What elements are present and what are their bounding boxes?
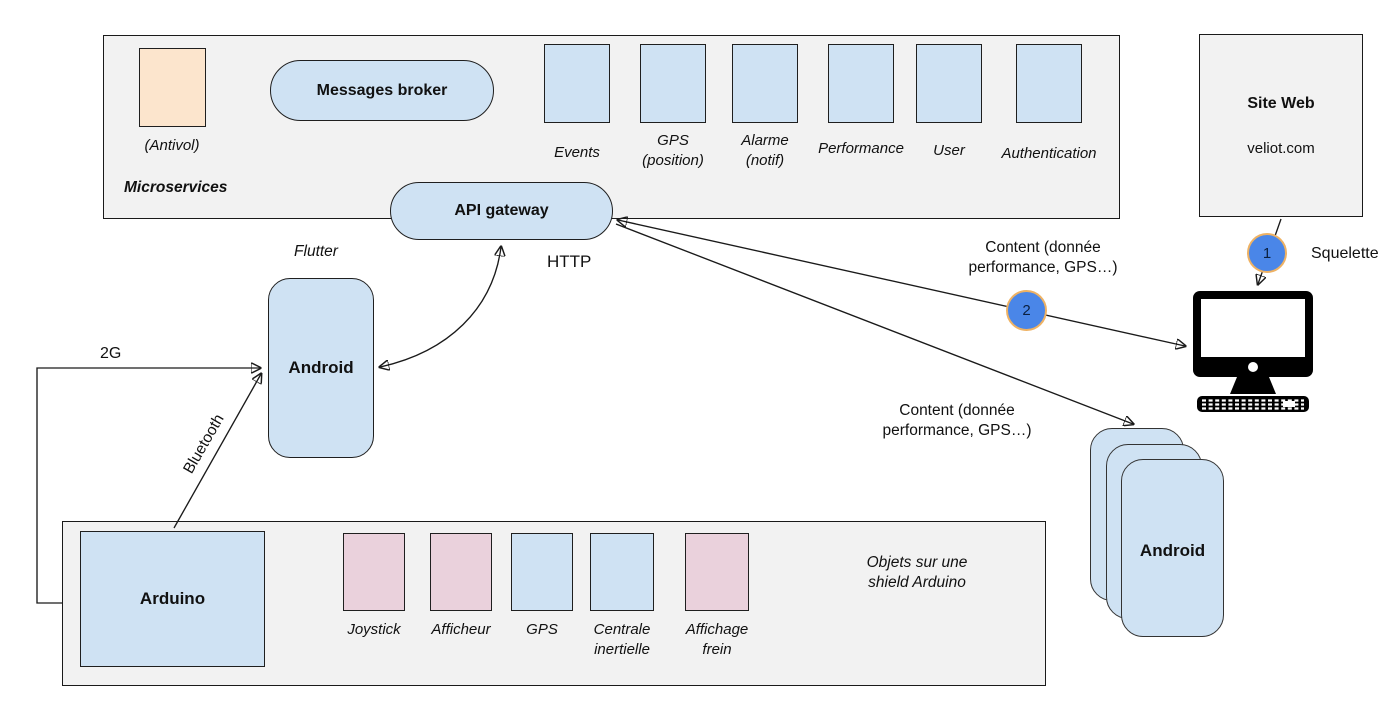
messages-broker: Messages broker — [270, 60, 494, 121]
service-label-authentication: Authentication — [1001, 145, 1097, 162]
device-label-afficheur: Afficheur — [431, 621, 491, 638]
step-1-badge: 1 — [1247, 233, 1287, 273]
device-box-centrale — [590, 533, 654, 611]
content-web-label: Content (donnée performance, GPS…) — [968, 239, 1118, 276]
arrow-bluetooth — [173, 374, 261, 529]
arduino-label: Arduino — [139, 589, 206, 608]
bluetooth-label: Bluetooth — [180, 411, 228, 477]
siteweb-box — [1199, 34, 1363, 217]
service-box-authentication — [1016, 44, 1082, 123]
antivol-label: (Antivol) — [144, 137, 200, 154]
service-label-performance: Performance — [818, 140, 904, 157]
device-label-centrale: Centrale inertielle — [593, 621, 651, 658]
api-gateway: API gateway — [390, 182, 613, 240]
service-label-alarme: Alarme (notif) — [741, 132, 789, 169]
siteweb-url: veliot.com — [1247, 140, 1315, 157]
device-box-afficheur — [430, 533, 492, 611]
arrow-android-gateway — [380, 247, 501, 367]
step-2-badge: 2 — [1006, 290, 1047, 331]
service-box-user — [916, 44, 982, 123]
android-app-box: Android — [268, 278, 374, 458]
squelette-label: Squelette — [1311, 245, 1379, 262]
shield-note: Objets sur une shield Arduino — [866, 554, 968, 591]
antivol-box — [139, 48, 206, 127]
service-label-gps: GPS (position) — [642, 132, 704, 169]
device-box-affichage — [685, 533, 749, 611]
microservices-label: Microservices — [124, 179, 228, 196]
service-label-events: Events — [554, 144, 600, 161]
2g-label: 2G — [100, 345, 122, 362]
http-label: HTTP — [547, 252, 592, 271]
service-box-events — [544, 44, 610, 123]
device-label-gps: GPS — [526, 621, 558, 638]
content-mobile-label: Content (donnée performance, GPS…) — [882, 402, 1032, 439]
service-box-alarme — [732, 44, 798, 123]
service-label-user: User — [933, 142, 965, 159]
device-box-gps — [511, 533, 573, 611]
service-box-gps — [640, 44, 706, 123]
siteweb-title: Site Web — [1247, 95, 1315, 112]
device-label-affichage: Affichage frein — [685, 621, 749, 658]
flutter-label: Flutter — [294, 243, 338, 260]
android-phones-label: Android — [1139, 541, 1206, 560]
device-label-joystick: Joystick — [347, 621, 401, 638]
android-phone-front — [1121, 459, 1224, 637]
service-box-performance — [828, 44, 894, 123]
device-box-joystick — [343, 533, 405, 611]
desktop-computer-icon — [1193, 291, 1313, 412]
